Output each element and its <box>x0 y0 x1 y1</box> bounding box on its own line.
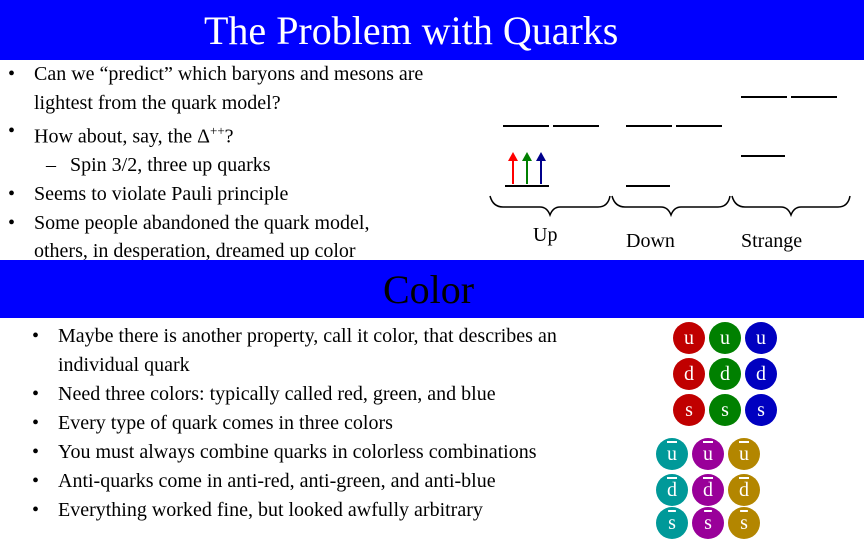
energy-level <box>676 125 722 127</box>
bullet-item: others, in desperation, dreamed up color <box>34 240 356 263</box>
strange-brace <box>731 195 851 218</box>
quark-ball-green: s <box>709 394 741 426</box>
energy-level <box>626 185 670 187</box>
bullet-item: Maybe there is another property, call it… <box>32 322 557 351</box>
bullet-item: individual quark <box>58 354 190 376</box>
up-label: Up <box>533 224 558 246</box>
antiquark-ball-yellow: u <box>728 438 760 470</box>
antiquark-ball-magenta: d <box>692 474 724 506</box>
slide-title: The Problem with Quarks <box>204 8 619 53</box>
title-banner <box>0 0 864 60</box>
brace-arrows-graphic <box>489 152 851 218</box>
energy-level <box>505 185 549 187</box>
spin-up-arrow-head <box>522 152 532 161</box>
energy-level <box>503 125 549 127</box>
energy-level <box>741 96 787 98</box>
bullet-item: Every type of quark comes in three color… <box>32 409 557 438</box>
bullet-item: lightest from the quark model? <box>34 91 281 114</box>
antiquark-ball-yellow: s <box>728 507 760 539</box>
color-bullet-list: Maybe there is another property, call it… <box>32 322 557 525</box>
quark-ball-blue: u <box>745 322 777 354</box>
spin-up-arrow-head <box>508 152 518 161</box>
quark-ball-red: s <box>673 394 705 426</box>
energy-level <box>626 125 672 127</box>
bullet-item: How about, say, the Δ++? <box>8 117 423 151</box>
antiquark-ball-cyan: d <box>656 474 688 506</box>
energy-level <box>553 125 599 127</box>
bullet-item: Seems to violate Pauli principle <box>8 180 423 209</box>
up-brace <box>489 195 611 218</box>
bullet-item: Can we “predict” which baryons and meson… <box>8 60 423 89</box>
quark-ball-red: d <box>673 358 705 390</box>
spin-up-arrow-head <box>536 152 546 161</box>
down-brace <box>611 195 731 218</box>
sub-bullet-item: Spin 3/2, three up quarks <box>46 151 423 180</box>
problem-bullet-list: Can we “predict” which baryons and meson… <box>8 60 423 266</box>
section-title: Color <box>383 267 475 312</box>
antiquark-ball-cyan: s <box>656 507 688 539</box>
bullet-item: Everything worked fine, but looked awful… <box>32 496 557 525</box>
strange-label: Strange <box>741 230 803 252</box>
quark-ball-blue: s <box>745 394 777 426</box>
quark-ball-green: u <box>709 322 741 354</box>
energy-level <box>741 155 785 157</box>
quark-ball-red: u <box>673 322 705 354</box>
bullet-item: Anti-quarks come in anti-red, anti-green… <box>32 467 557 496</box>
energy-level <box>791 96 837 98</box>
antiquark-ball-yellow: d <box>728 474 760 506</box>
bullet-item: Some people abandoned the quark model, <box>8 209 423 238</box>
bullet-item: Need three colors: typically called red,… <box>32 380 557 409</box>
quark-ball-green: d <box>709 358 741 390</box>
quark-ball-blue: d <box>745 358 777 390</box>
antiquark-ball-magenta: s <box>692 507 724 539</box>
antiquark-ball-magenta: u <box>692 438 724 470</box>
section-banner <box>0 260 864 318</box>
antiquark-ball-cyan: u <box>656 438 688 470</box>
down-label: Down <box>626 230 675 252</box>
bullet-item: You must always combine quarks in colorl… <box>32 438 557 467</box>
